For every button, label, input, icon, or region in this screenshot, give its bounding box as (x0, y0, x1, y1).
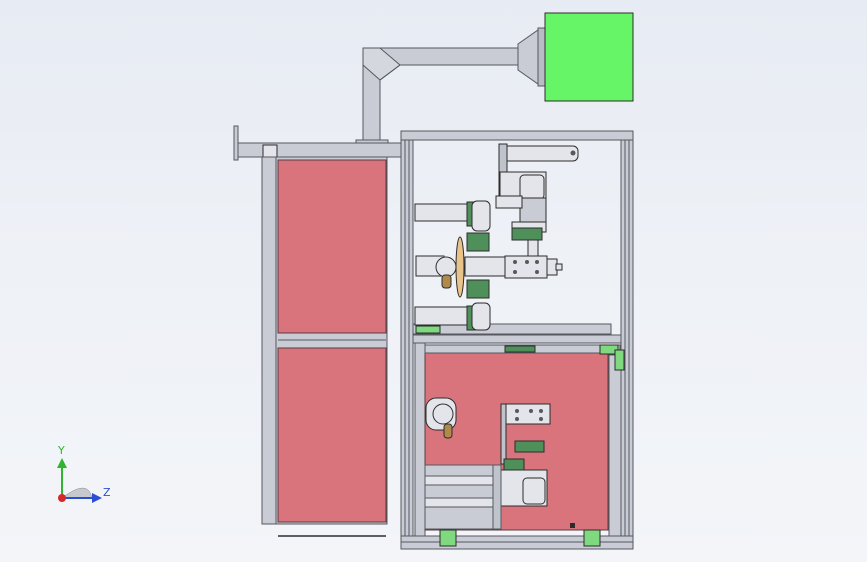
overhead-arm[interactable] (355, 27, 546, 148)
upper-pink-panel[interactable] (277, 159, 387, 334)
view-orientation-triad[interactable]: Y Z (57, 444, 111, 503)
z-axis-arrow-icon (92, 493, 102, 503)
lower-compartment[interactable] (414, 342, 622, 537)
triad-ground-arc (61, 487, 93, 499)
green-motor-box[interactable] (544, 12, 634, 102)
triad-origin-icon (58, 494, 66, 502)
upper-compartment[interactable] (414, 143, 625, 547)
y-axis-arrow-icon (57, 458, 67, 468)
z-axis-label: Z (103, 486, 111, 499)
y-axis-label: Y (57, 444, 65, 457)
lower-pink-panel[interactable] (277, 347, 387, 523)
left-door-assembly[interactable] (233, 125, 411, 537)
